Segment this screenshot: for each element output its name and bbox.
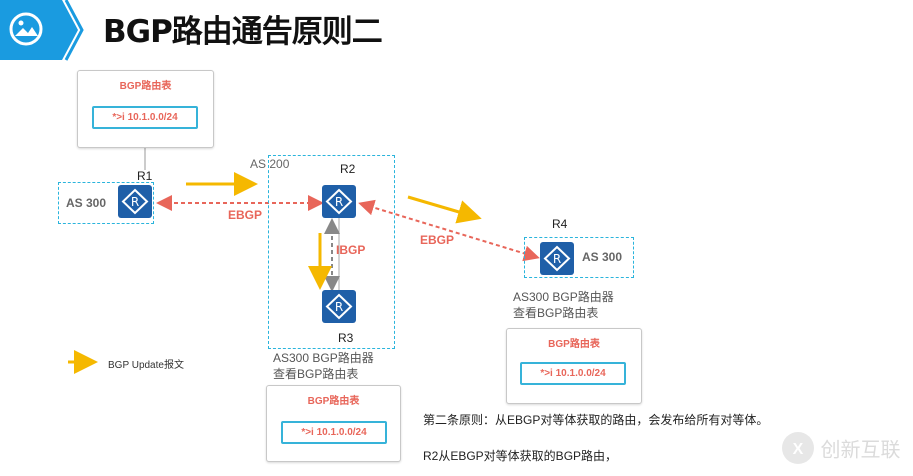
page-title: BGP路由通告原则二 (103, 14, 383, 50)
router-icon[interactable]: R (322, 185, 356, 218)
svg-text:X: X (793, 441, 804, 458)
as-label: AS 300 (582, 250, 623, 264)
watermark: X 创新互联 (780, 430, 900, 466)
router-label: R3 (338, 331, 354, 345)
router-icon[interactable]: R (540, 242, 574, 275)
r3-note: AS300 BGP路由器 查看BGP路由表 (273, 350, 374, 382)
watermark-text: 创新互联 (820, 439, 901, 462)
svg-text:R: R (131, 195, 139, 209)
note-line: AS300 BGP路由器 (273, 351, 374, 365)
svg-text:R: R (553, 252, 561, 266)
as200-box (268, 155, 395, 349)
svg-text:R: R (335, 300, 343, 314)
legend-label: BGP Update报文 (108, 360, 184, 371)
router-label: R4 (552, 217, 568, 231)
ebgp-label: EBGP (420, 233, 455, 247)
image-icon (9, 12, 43, 46)
as-label: AS 300 (66, 196, 107, 210)
route-entry: *>i 10.1.0.0/24 (281, 421, 387, 444)
route-entry: *>i 10.1.0.0/24 (520, 362, 626, 385)
table-title: BGP路由表 (548, 339, 600, 350)
table-title: BGP路由表 (307, 396, 360, 407)
router-icon[interactable]: R (322, 290, 356, 323)
update-arrow-r2-r4 (407, 195, 482, 224)
watermark-logo-icon: X (782, 432, 814, 464)
bgp-table-r1: BGP路由表 *>i 10.1.0.0/24 (77, 70, 214, 148)
detail-text: R2从EBGP对等体获取的BGP路由， (423, 449, 618, 463)
as-label: AS 200 (250, 157, 290, 171)
bgp-table-r3: BGP路由表 *>i 10.1.0.0/24 (266, 385, 401, 462)
note-line: AS300 BGP路由器 (513, 290, 614, 304)
note-line: 查看BGP路由表 (273, 367, 359, 381)
ebgp-link-r2-r4 (358, 199, 540, 262)
rule-text: 第二条原则：从EBGP对等体获取的路由，会发布给所有对等体。 (423, 413, 769, 427)
ibgp-label: IBGP (336, 243, 366, 257)
note-line: 查看BGP路由表 (513, 306, 599, 320)
route-entry: *>i 10.1.0.0/24 (92, 106, 198, 129)
router-label: R1 (137, 169, 153, 183)
ebgp-label: EBGP (228, 208, 263, 222)
bgp-table-r4: BGP路由表 *>i 10.1.0.0/24 (506, 328, 642, 404)
router-icon[interactable]: R (118, 185, 152, 218)
table-title: BGP路由表 (119, 81, 172, 92)
svg-text:R: R (335, 195, 343, 209)
as300-right-box (524, 237, 634, 278)
router-label: R2 (340, 162, 356, 176)
r4-note: AS300 BGP路由器 查看BGP路由表 (513, 289, 614, 321)
as300-left-box (58, 182, 154, 224)
